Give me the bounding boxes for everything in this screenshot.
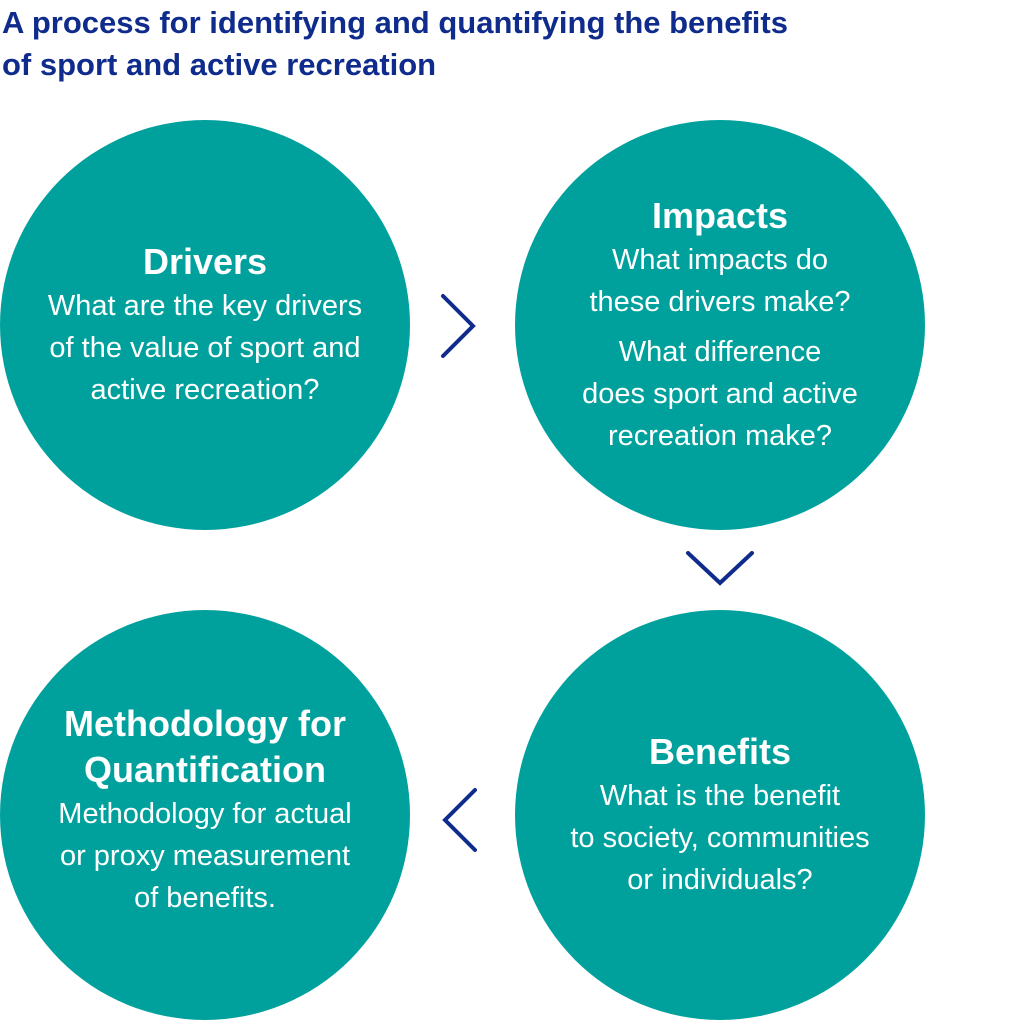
methodology-circle: Methodology for Quantification Methodolo… xyxy=(0,610,410,1020)
benefits-heading: Benefits xyxy=(648,731,792,772)
text-line: or proxy measurement xyxy=(59,840,351,872)
title-line-1: A process for identifying and quantifyin… xyxy=(2,5,788,40)
text-line: recreation make? xyxy=(607,420,833,452)
text-line: of the value of sport and xyxy=(49,332,361,364)
text-line: active recreation? xyxy=(90,374,320,406)
benefits-text: What is the benefit to society, communit… xyxy=(570,775,869,901)
page-title: A process for identifying and quantifyin… xyxy=(2,2,788,86)
text-line: to society, communities xyxy=(570,822,870,854)
drivers-text: What are the key drivers of the value of… xyxy=(48,285,362,411)
text-line: Methodology for actual xyxy=(58,798,352,830)
heading-line: Methodology for xyxy=(64,703,346,744)
drivers-heading: Drivers xyxy=(142,241,268,282)
methodology-heading: Methodology for Quantification xyxy=(64,701,346,793)
text-line: What impacts do xyxy=(612,244,828,276)
text-line: What are the key drivers xyxy=(47,290,363,322)
text-line: of benefits. xyxy=(134,882,276,914)
methodology-text: Methodology for actual or proxy measurem… xyxy=(58,793,351,919)
benefits-circle: Benefits What is the benefit to society,… xyxy=(515,610,925,1020)
title-line-2: of sport and active recreation xyxy=(2,47,437,82)
text-line: What is the benefit xyxy=(599,780,841,812)
chevron-down-icon xyxy=(686,551,754,586)
chevron-right-icon xyxy=(441,294,476,358)
impacts-text-1: What impacts do these drivers make? xyxy=(589,239,850,323)
text-line: What difference xyxy=(618,336,822,368)
heading-line: Quantification xyxy=(83,749,326,790)
text-line: these drivers make? xyxy=(589,286,851,318)
impacts-text-2: What difference does sport and active re… xyxy=(582,331,858,457)
impacts-heading: Impacts xyxy=(651,195,789,236)
text-line: or individuals? xyxy=(627,864,813,896)
chevron-left-icon xyxy=(442,788,477,852)
drivers-circle: Drivers What are the key drivers of the … xyxy=(0,120,410,530)
text-line: does sport and active xyxy=(582,378,858,410)
impacts-circle: Impacts What impacts do these drivers ma… xyxy=(515,120,925,530)
